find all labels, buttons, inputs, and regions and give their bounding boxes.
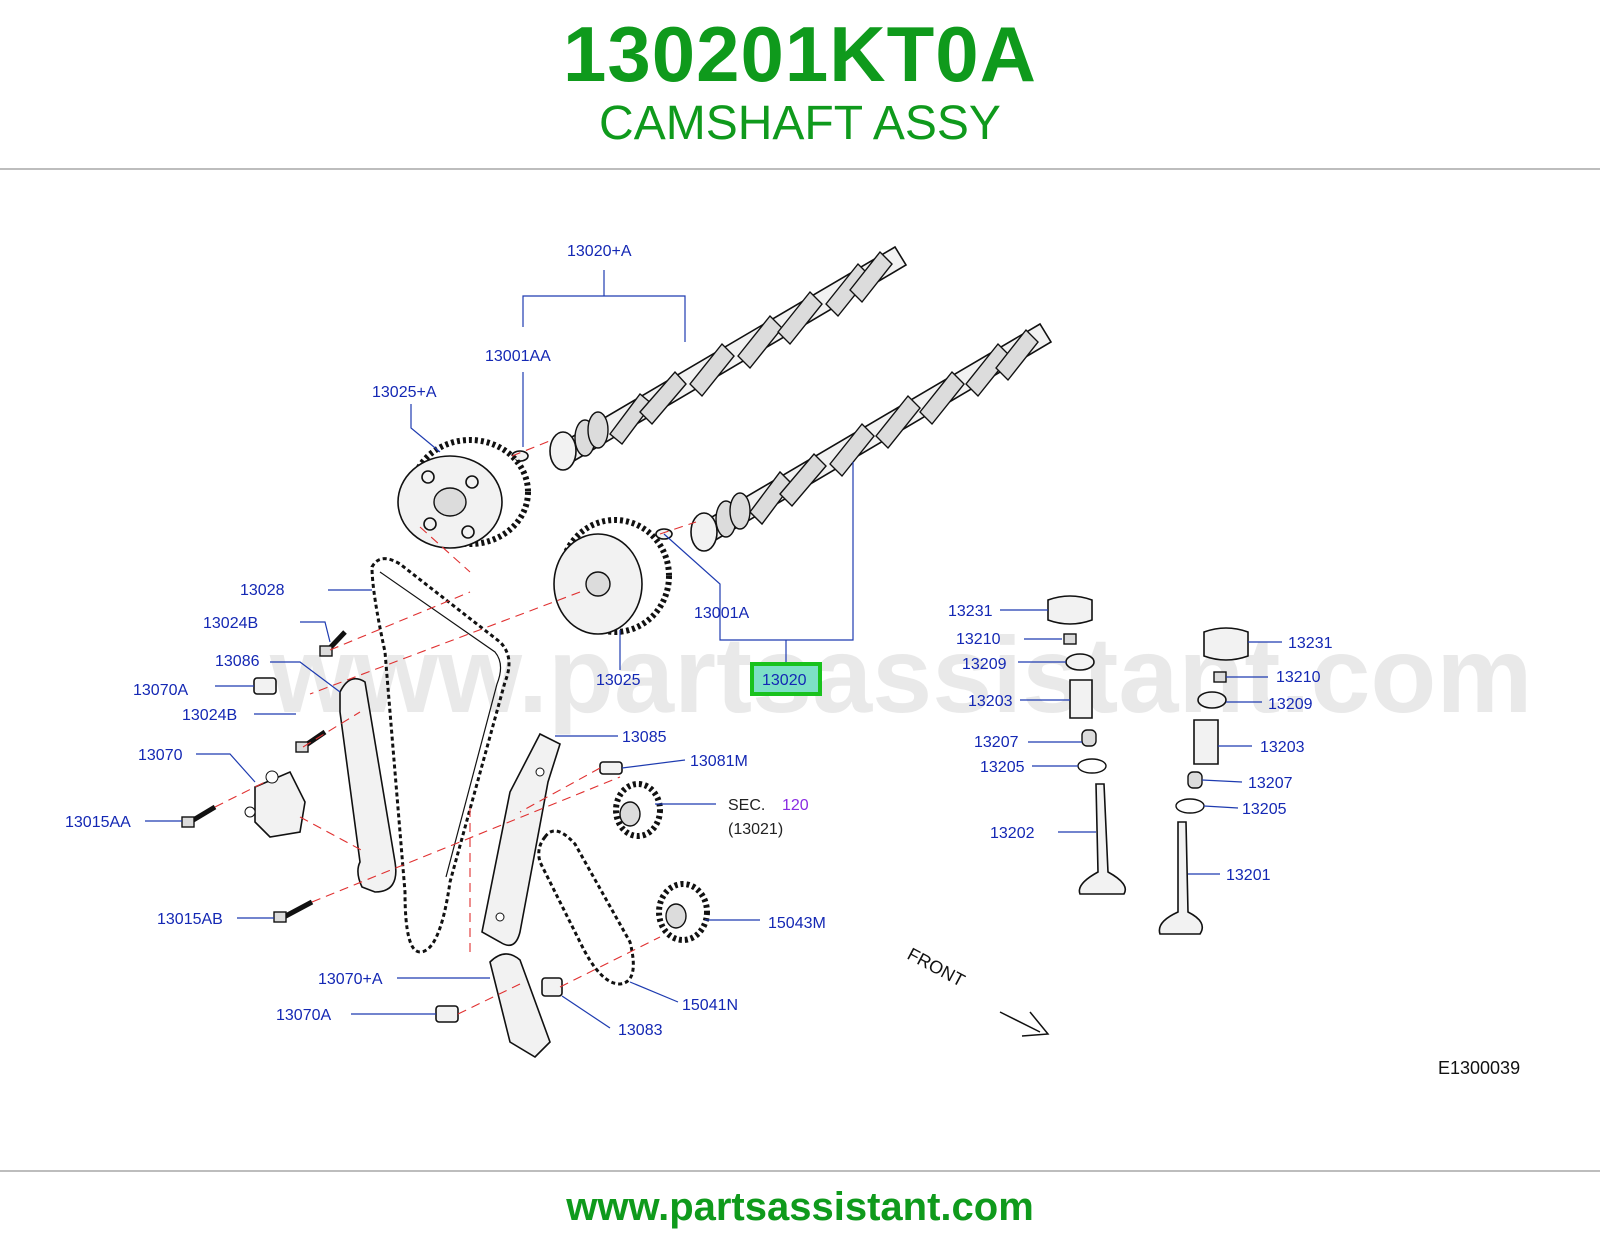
header-divider: [0, 168, 1600, 170]
label-13201[interactable]: 13201: [1226, 867, 1271, 884]
watermark-text: www.partsassistant.com: [269, 614, 1532, 735]
tensioner-arm[interactable]: [489, 953, 551, 1059]
nut-13083[interactable]: [541, 977, 563, 997]
valve-lifter-left[interactable]: [1047, 595, 1093, 625]
chain-guide-tension[interactable]: [339, 677, 397, 893]
label-13021: (13021): [728, 821, 783, 838]
pin-13070a-lower[interactable]: [435, 1005, 459, 1023]
pin-13070a-upper[interactable]: [253, 677, 277, 695]
label-13015ab[interactable]: 13015AB: [157, 911, 223, 928]
label-13085[interactable]: 13085: [622, 729, 667, 746]
label-13025-a[interactable]: 13025+A: [372, 384, 437, 401]
label-13024b-2[interactable]: 13024B: [182, 707, 237, 724]
label-13070a-2[interactable]: 13070A: [276, 1007, 331, 1024]
assembly-lines: [214, 439, 697, 1015]
footer-website-link[interactable]: www.partsassistant.com: [566, 1185, 1034, 1229]
label-13001a[interactable]: 13001A: [694, 605, 749, 622]
valve-collet-right[interactable]: [1213, 671, 1227, 683]
exploded-parts-diagram: www.partsassistant.com: [0, 172, 1600, 1172]
valve-seal-left[interactable]: [1081, 729, 1097, 747]
valve-collet-left[interactable]: [1063, 633, 1077, 645]
label-13086[interactable]: 13086: [215, 653, 260, 670]
label-13020-highlighted[interactable]: 13020: [762, 672, 807, 689]
valve-exhaust[interactable]: [1078, 783, 1127, 895]
label-13209-left[interactable]: 13209: [962, 656, 1007, 673]
chain-tensioner[interactable]: [244, 770, 306, 838]
footer-divider: [0, 1170, 1600, 1172]
label-13024b-1[interactable]: 13024B: [203, 615, 258, 632]
label-15041n[interactable]: 15041N: [682, 997, 738, 1014]
valve-spring-right[interactable]: [1193, 719, 1219, 765]
front-arrow-icon: [999, 1011, 1050, 1037]
label-13210-left[interactable]: 13210: [956, 631, 1001, 648]
label-13203-left[interactable]: 13203: [968, 693, 1013, 710]
figure-code: E1300039: [1438, 1058, 1520, 1078]
label-13207-right[interactable]: 13207: [1248, 775, 1293, 792]
label-13070a-1[interactable]: 13070A: [133, 682, 188, 699]
label-13205-left[interactable]: 13205: [980, 759, 1025, 776]
chain-guide-slack[interactable]: [481, 732, 561, 947]
label-13025[interactable]: 13025: [596, 672, 641, 689]
label-13205-right[interactable]: 13205: [1242, 801, 1287, 818]
diagram-canvas: www.partsassistant.com: [65, 243, 1532, 1078]
part-labels: 13020+A 13001AA 13025+A 13028 13024B 130…: [65, 243, 1333, 1039]
valve-retainer-right[interactable]: [1197, 691, 1227, 709]
bolt-13024b-lower[interactable]: [295, 729, 327, 753]
label-13202[interactable]: 13202: [990, 825, 1035, 842]
label-15043m[interactable]: 15043M: [768, 915, 826, 932]
valve-seat-right[interactable]: [1175, 798, 1205, 814]
label-13203-right[interactable]: 13203: [1260, 739, 1305, 756]
bolt-13024b-upper[interactable]: [319, 630, 347, 657]
label-sec-120-link[interactable]: 120: [782, 797, 809, 814]
cam-sprocket-upper[interactable]: [397, 437, 531, 549]
bolt-13015aa[interactable]: [181, 804, 217, 828]
page-header: 130201KT0A CAMSHAFT ASSY: [0, 0, 1600, 170]
oil-pump-sprocket[interactable]: [656, 881, 710, 943]
front-direction-label: FRONT: [904, 944, 968, 991]
camshaft-lower[interactable]: [690, 322, 1053, 552]
valve-group-exhaust: [1047, 595, 1127, 895]
valve-retainer-left[interactable]: [1065, 653, 1095, 671]
valve-intake[interactable]: [1158, 821, 1204, 935]
label-13231-left[interactable]: 13231: [948, 603, 993, 620]
label-13081m[interactable]: 13081M: [690, 753, 748, 770]
oil-pump-chain[interactable]: [537, 829, 635, 986]
label-13070[interactable]: 13070: [138, 747, 183, 764]
leader-lines: [145, 270, 1282, 1029]
label-13210-right[interactable]: 13210: [1276, 669, 1321, 686]
label-13015aa[interactable]: 13015AA: [65, 814, 131, 831]
label-13231-right[interactable]: 13231: [1288, 635, 1333, 652]
part-name-subtitle: CAMSHAFT ASSY: [599, 97, 1001, 150]
valve-spring-left[interactable]: [1069, 679, 1093, 719]
label-sec: SEC.: [728, 797, 765, 814]
label-13001aa[interactable]: 13001AA: [485, 348, 551, 365]
timing-chain[interactable]: [370, 557, 511, 954]
pin-13081m[interactable]: [599, 761, 623, 775]
label-13028[interactable]: 13028: [240, 582, 285, 599]
label-13070-a[interactable]: 13070+A: [318, 971, 383, 988]
crank-sprocket[interactable]: [613, 781, 663, 839]
label-13083[interactable]: 13083: [618, 1022, 663, 1039]
bolt-13015ab[interactable]: [273, 899, 314, 923]
label-13020-a[interactable]: 13020+A: [567, 243, 632, 260]
valve-seal-right[interactable]: [1187, 771, 1203, 789]
highlight-box: [750, 662, 822, 696]
camshaft-upper[interactable]: [549, 245, 908, 471]
valve-seat-left[interactable]: [1077, 758, 1107, 774]
cam-sprocket-lower[interactable]: [553, 517, 672, 635]
valve-group-intake: [1158, 627, 1249, 935]
valve-lifter-right[interactable]: [1203, 627, 1249, 661]
label-13207-left[interactable]: 13207: [974, 734, 1019, 751]
label-13209-right[interactable]: 13209: [1268, 696, 1313, 713]
part-number-title: 130201KT0A: [563, 10, 1037, 98]
